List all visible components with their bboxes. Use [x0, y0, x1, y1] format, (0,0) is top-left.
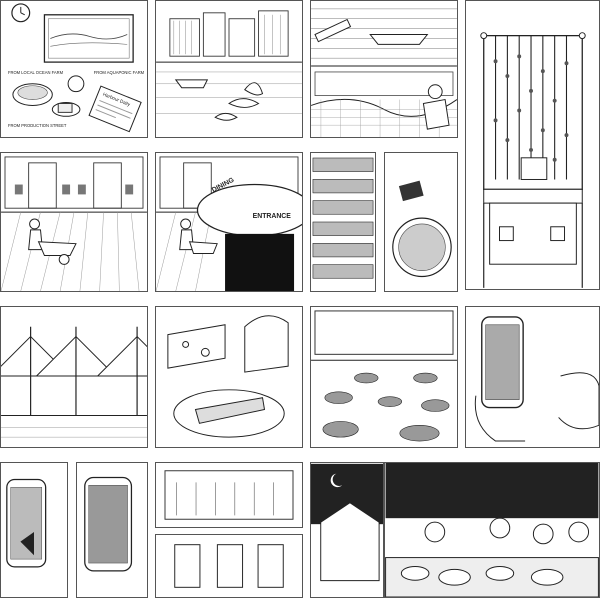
caption-ocean-farm: FROM LOCAL OCEAN FARM [8, 70, 64, 75]
caption-production-street: FROM PRODUCTION STREET [8, 123, 67, 128]
panel-food-shelves [310, 152, 376, 292]
hall-illustration [311, 310, 457, 442]
boat [369, 34, 429, 45]
cheese-wedge [167, 324, 226, 369]
pavilion [320, 502, 380, 582]
panel-cheese-bread-sandwich [155, 306, 303, 448]
panel-night-dinner [384, 462, 600, 598]
sandwich [194, 397, 266, 424]
panel-boat-and-net [310, 0, 458, 138]
gallery-illustration [174, 544, 284, 588]
tray-illustration [392, 180, 452, 278]
shelves-illustration [312, 157, 374, 279]
net-illustration [311, 8, 457, 137]
packet [398, 180, 424, 202]
newspaper: Harbour Daily [88, 85, 142, 133]
phone-illustration [474, 316, 599, 442]
apple [67, 75, 85, 93]
phone-left-illustration [6, 478, 47, 568]
panel-gallery-wall [155, 534, 303, 598]
fisher-head [427, 84, 443, 100]
panel-market-stalls [155, 462, 303, 528]
wall-painting [43, 14, 134, 63]
sign-entrance: ENTRANCE [253, 213, 292, 220]
wheelbarrow [37, 241, 77, 257]
pavilion-illustration [1, 326, 147, 438]
night-illustration [311, 463, 383, 582]
panel-dining-entrance: DINING ENTRANCE [155, 152, 303, 292]
panel-waterfront-fish [155, 0, 303, 138]
tower-illustration [480, 32, 586, 288]
building-row [314, 71, 454, 97]
jumping-fish [244, 82, 264, 96]
entrance-doorway [225, 233, 295, 291]
panel-pavilions [0, 306, 148, 448]
panel-dining-hall-tables [310, 306, 458, 448]
phone-screen [485, 324, 520, 400]
phone-right-illustration [84, 476, 133, 572]
panel-night-pavilion [310, 462, 384, 598]
panel-phone-closeup-right [76, 462, 148, 598]
panel-phone-menu [465, 306, 600, 448]
lift-cage [520, 157, 548, 180]
boat [174, 79, 209, 89]
bread-loaf [244, 315, 289, 373]
panel-vertical-farm-tower [465, 0, 600, 290]
panel-phone-closeup-left [0, 462, 68, 598]
dinner-illustration [385, 463, 599, 597]
wheelbarrow-illustration [1, 156, 147, 291]
breakfast-illustration: FROM LOCAL OCEAN FARM FROM AQUAPONIC FAR… [8, 3, 145, 133]
stalls-illustration [164, 470, 294, 520]
panel-breakfast-table: FROM LOCAL OCEAN FARM FROM AQUAPONIC FAR… [0, 0, 148, 138]
dock-plank [314, 18, 352, 43]
sandwich-illustration [167, 315, 289, 438]
moon-icon [330, 473, 343, 488]
panel-worker-wheelbarrow [0, 152, 148, 292]
wheelbarrow [188, 241, 218, 255]
entrance-illustration: DINING ENTRANCE [156, 156, 302, 291]
waterfront-illustration [156, 10, 302, 121]
worker-head [29, 218, 40, 230]
fish [228, 98, 260, 108]
clock-icon [11, 3, 31, 23]
caption-aquaponic-farm: FROM AQUAPONIC FARM [94, 70, 145, 75]
panel-tray-of-food [384, 152, 458, 292]
